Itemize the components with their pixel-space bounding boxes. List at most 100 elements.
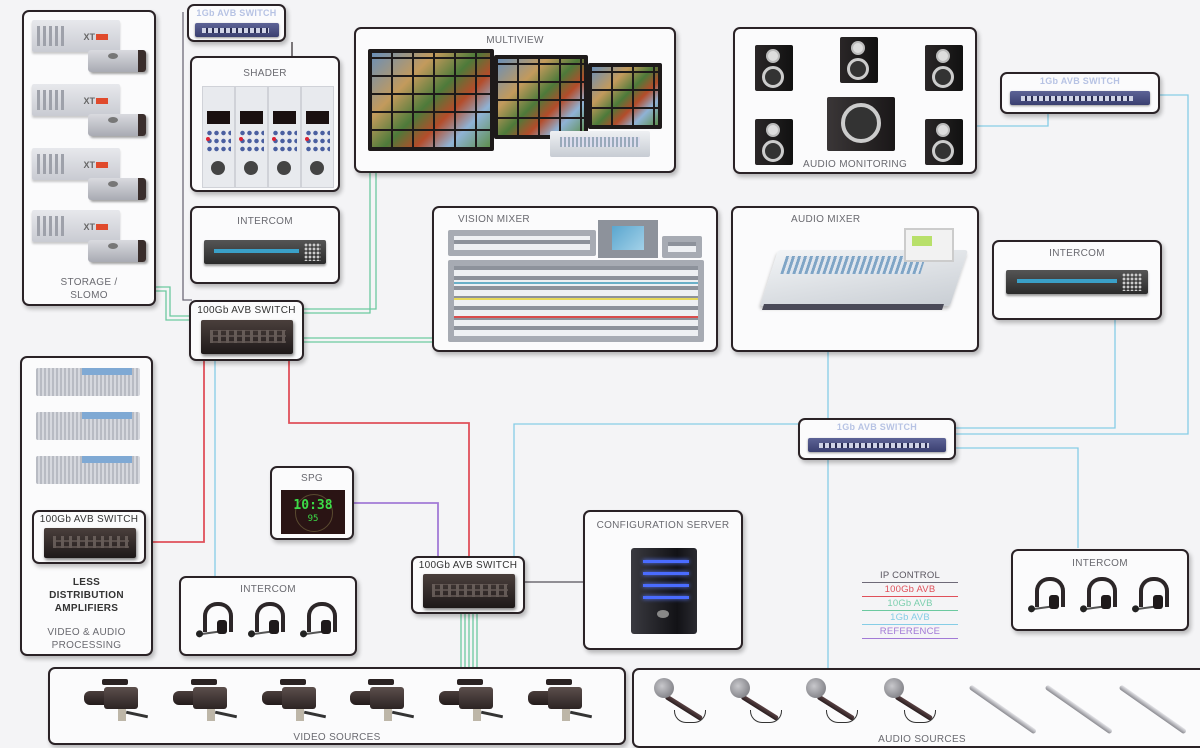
storage-label: STORAGE / SLOMO [60,277,118,301]
speaker-icon [755,45,793,91]
processing-label: VIDEO & AUDIO PROCESSING [22,626,151,652]
legend-item-reference: REFERENCE [862,625,958,639]
video-sources-label: VIDEO SOURCES [293,732,381,743]
handheld-mic-icon [728,676,788,726]
shader-control-strip [202,86,235,188]
wire-10gb [303,172,377,310]
wire-100gb [288,361,470,557]
headset-icon [302,602,337,644]
wire-10gb [303,172,371,314]
audio-monitoring-label: AUDIO MONITORING [802,159,908,170]
legend-item-ip-control: IP CONTROL [862,569,958,583]
intercom-label: INTERCOM [240,584,296,595]
multiview-label: MULTIVIEW [486,35,544,46]
switch-label: 1Gb AVB SWITCH [196,8,277,18]
switch-1gb-right[interactable]: 1Gb AVB SWITCH [1000,72,1160,114]
vision-mixer-label: VISION MIXER [458,214,530,225]
speaker-icon [925,119,963,165]
intercom-label: INTERCOM [1072,558,1128,569]
camera-icon [256,677,328,723]
video-sources-node[interactable]: VIDEO SOURCES [48,667,626,745]
wire-1gb [956,318,1116,429]
handheld-mic-icon [882,676,942,726]
spg-node[interactable]: SPG 10:38 95 [270,466,354,540]
network-switch-icon [195,23,279,37]
shotgun-mic-icon [1118,684,1187,735]
shotgun-mic-icon [1044,684,1113,735]
storage-server-unit: XT [32,20,152,80]
multiview-node[interactable]: MULTIVIEW [354,27,676,173]
switch-100gb-sources[interactable]: 100Gb AVB SWITCH [411,556,525,614]
network-switch-icon [808,438,946,452]
shader-node[interactable]: SHADER [190,56,340,192]
intercom-label: INTERCOM [1049,248,1105,259]
shader-control-strip [268,86,301,188]
storage-server-unit: XT [32,84,152,144]
shader-label: SHADER [243,68,287,79]
shotgun-mic-icon [968,684,1037,735]
shader-control-strip [235,86,268,188]
audio-sources-label: AUDIO SOURCES [878,734,966,745]
intercom-label: INTERCOM [237,216,293,227]
router-chassis-icon [201,320,293,354]
speaker-icon [755,119,793,165]
spg-time: 10:38 [293,498,333,513]
intercom-headsets-right[interactable]: INTERCOM [1011,549,1189,631]
storage-slomo-node[interactable]: XT XT XT XT STORAGE / SLOMO [22,10,156,306]
intercom-headsets-left[interactable]: INTERCOM [179,576,357,656]
switch-1gb-center[interactable]: 1Gb AVB SWITCH [798,418,956,460]
handheld-mic-icon [804,676,864,726]
network-switch-icon [1010,91,1150,105]
distribution-amplifier-icon [36,456,140,484]
switch-100gb-main[interactable]: 100Gb AVB SWITCH [189,300,304,361]
subwoofer-icon [827,97,895,151]
distribution-amplifier-icon [36,412,140,440]
wire-10gb [154,286,192,317]
vision-mixer-display-icon [598,220,658,258]
headset-icon [250,602,285,644]
storage-server-unit: XT [32,148,152,208]
spg-label: SPG [300,473,324,484]
multiview-screen-icon [368,49,494,151]
speaker-icon [925,45,963,91]
wire-1gb [976,110,1049,127]
camera-icon [522,677,594,723]
camera-icon [167,677,239,723]
multiview-processor-icon [550,131,650,157]
switch-100gb-processing[interactable]: 100Gb AVB SWITCH [32,510,146,564]
processing-node[interactable]: 100Gb AVB SWITCH LESS DISTRIBUTION AMPLI… [20,356,153,656]
headset-icon [1134,577,1169,619]
intercom-panel-right[interactable]: INTERCOM [992,240,1162,320]
config-server-label: CONFIGURATION SERVER [596,520,730,531]
headset-icon [198,602,233,644]
config-server-node[interactable]: CONFIGURATION SERVER [583,510,743,650]
spg-sub-readout: 95 [307,514,319,524]
vision-mixer-node[interactable]: VISION MIXER [432,206,718,352]
note-line: AMPLIFIERS [54,603,119,614]
audio-console-icon [759,228,969,328]
processing-note: LESS DISTRIBUTION AMPLIFIERS [22,576,151,615]
wire-1gb [956,94,1189,435]
storage-server-unit: XT [32,210,152,270]
switch-label: 1Gb AVB SWITCH [836,422,918,432]
camera-icon [78,677,150,723]
legend-item-1gb: 1Gb AVB [862,611,958,625]
audio-monitoring-node[interactable]: AUDIO MONITORING [733,27,977,174]
server-tower-icon [631,548,697,634]
audio-sources-node[interactable]: AUDIO SOURCES [632,668,1200,748]
audio-mixer-node[interactable]: AUDIO MIXER [731,206,979,352]
audio-mixer-label: AUDIO MIXER [791,214,861,225]
wire-1gb [956,447,1079,548]
legend: IP CONTROL 100Gb AVB 10Gb AVB 1Gb AVB RE… [862,569,958,639]
distribution-amplifier-icon [36,368,140,396]
router-chassis-icon [423,574,515,608]
legend-item-100gb: 100Gb AVB [862,583,958,597]
switch-1gb-top[interactable]: 1Gb AVB SWITCH [187,4,286,42]
handheld-mic-icon [652,676,712,726]
switch-label: 1Gb AVB SWITCH [1039,76,1121,86]
label-line: VIDEO & AUDIO [47,627,126,638]
vision-mixer-main-panel-icon [448,260,704,342]
headset-icon [1030,577,1065,619]
intercom-panel-icon [204,240,326,264]
intercom-panel-left[interactable]: INTERCOM [190,206,340,284]
